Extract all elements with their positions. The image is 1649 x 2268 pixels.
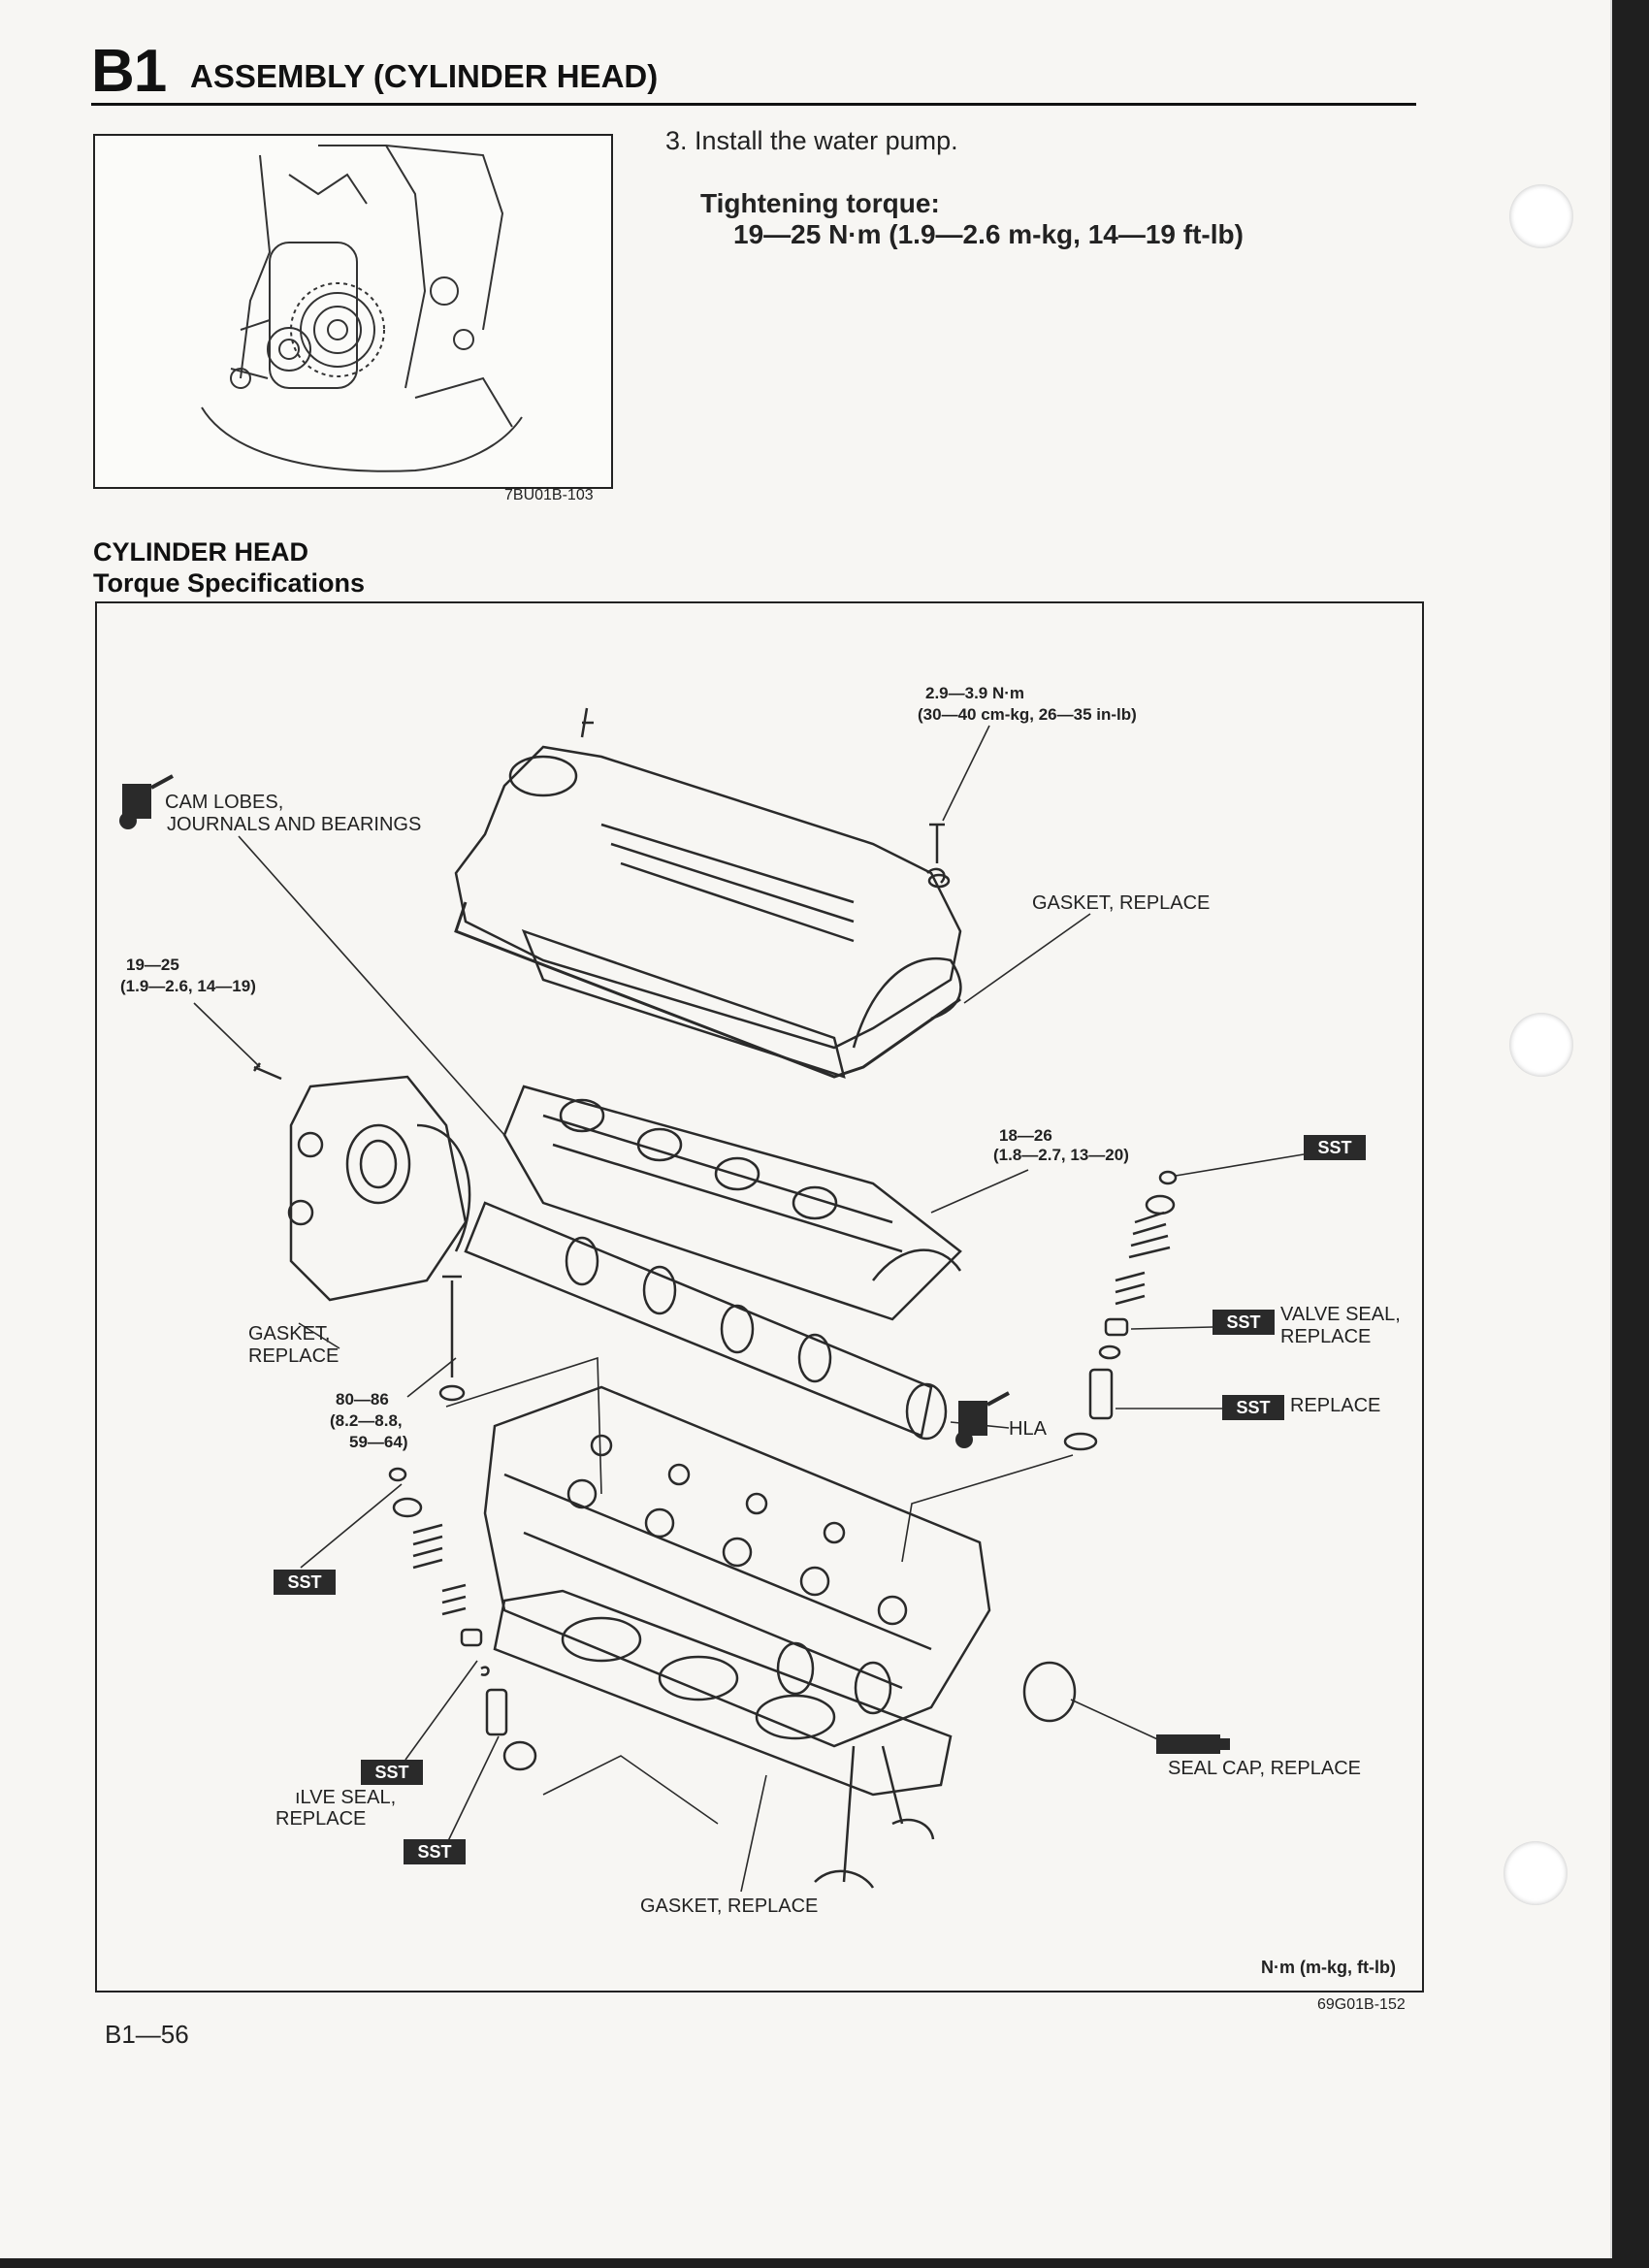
intake-valve: [881, 1745, 935, 1840]
rocker-arm-assembly: [502, 1085, 962, 1321]
label-cover-gasket: GASKET, REPLACE: [1032, 892, 1211, 914]
head-bolt: [442, 1275, 462, 1377]
cover-gasket: [454, 901, 961, 1079]
label-pump-gasket-2: REPLACE: [248, 1345, 340, 1367]
label-valve-seal-left-1: ıLVE SEAL,: [295, 1787, 397, 1808]
camshaft: [464, 1201, 948, 1441]
sealant-tube-icon: [1156, 1734, 1230, 1754]
valve-cover: [454, 707, 962, 1079]
valve-spring-stack-left: [388, 1467, 537, 1771]
label-valve-seal-left-2: REPLACE: [275, 1808, 367, 1830]
sst-badge: SST: [361, 1760, 423, 1785]
label-hla: HLA: [1009, 1418, 1047, 1440]
section-title: ASSEMBLY (CYLINDER HEAD): [190, 58, 659, 94]
label-valve-seal-right-2: REPLACE: [1280, 1326, 1372, 1347]
water-pump-illustration: [93, 134, 613, 489]
cover-washer: [927, 873, 951, 889]
label-cam-lobes-2: JOURNALS AND BEARINGS: [167, 814, 422, 835]
leader-lines: [193, 725, 1305, 1893]
label-head-bolt-torque-2: (8.2—8.8,: [330, 1411, 403, 1430]
sst-badge: SST: [1222, 1395, 1284, 1420]
pump-bolt: [253, 1062, 282, 1081]
label-head-gasket: GASKET, REPLACE: [640, 1895, 819, 1917]
label-pump-torque-1: 19—25: [126, 956, 179, 974]
subsection-subtitle: Torque Specifications: [93, 568, 366, 598]
sst-badge: SST: [274, 1570, 336, 1595]
oil-icon: [119, 774, 174, 829]
water-pump-drawing: [201, 145, 523, 472]
seal-cap: [1022, 1661, 1077, 1723]
sst-badge: SST: [1212, 1310, 1275, 1335]
binder-hole: [1509, 1013, 1573, 1077]
label-cover-bolt-torque-2: (30—40 cm-kg, 26—35 in-lb): [918, 705, 1137, 724]
step-3-text: 3. Install the water pump.: [665, 126, 958, 155]
head-gasket: [493, 1589, 953, 1797]
exhaust-valve: [814, 1745, 875, 1889]
cover-bolt: [926, 823, 946, 884]
torque-value: 19—25 N·m (1.9—2.6 m-kg, 14—19 ft-lb): [733, 219, 1244, 249]
section-code: B1: [91, 38, 167, 105]
binder-hole: [1509, 184, 1573, 248]
inset-figure-code: 7BU01B-103: [504, 487, 594, 503]
cylinder-head-exploded-view: [119, 707, 1305, 1893]
label-seal-cap: SEAL CAP, REPLACE: [1168, 1758, 1361, 1779]
subsection-title: CYLINDER HEAD: [93, 537, 309, 567]
sst-badge: SST: [404, 1839, 466, 1864]
oil-icon: [955, 1391, 1010, 1448]
pump-housing: [287, 1075, 471, 1302]
valve-spring-stack-right: [1063, 1170, 1178, 1451]
label-head-bolt-torque-1: 80—86: [336, 1390, 389, 1409]
label-pump-gasket-1: GASKET,: [248, 1323, 331, 1345]
label-pump-torque-2: (1.9—2.6, 14—19): [120, 977, 256, 995]
label-rocker-torque-1: 18—26: [999, 1126, 1052, 1145]
label-rocker-torque-2: (1.8—2.7, 13—20): [993, 1146, 1129, 1164]
cylinder-head: [483, 1385, 991, 1748]
torque-label: Tightening torque:: [700, 188, 940, 218]
sst-badge: SST: [1304, 1135, 1366, 1160]
label-cam-lobes-1: CAM LOBES,: [165, 792, 284, 813]
label-head-bolt-torque-3: 59—64): [349, 1433, 408, 1451]
exploded-diagram-frame: [95, 601, 1424, 1993]
page-number: B1—56: [105, 2020, 189, 2049]
units-note: N·m (m-kg, ft-lb): [1261, 1958, 1396, 1977]
manual-page: B1 ASSEMBLY (CYLINDER HEAD): [0, 0, 1612, 2258]
label-valve-seal-right-1: VALVE SEAL,: [1280, 1304, 1401, 1325]
label-replace: REPLACE: [1290, 1395, 1381, 1416]
head-bolt-washer: [438, 1384, 466, 1402]
binder-hole: [1504, 1841, 1568, 1905]
diagram-figure-code: 69G01B-152: [1317, 1996, 1406, 2013]
label-cover-bolt-torque-1: 2.9—3.9 N·m: [925, 684, 1025, 702]
header-divider: [91, 103, 1416, 106]
